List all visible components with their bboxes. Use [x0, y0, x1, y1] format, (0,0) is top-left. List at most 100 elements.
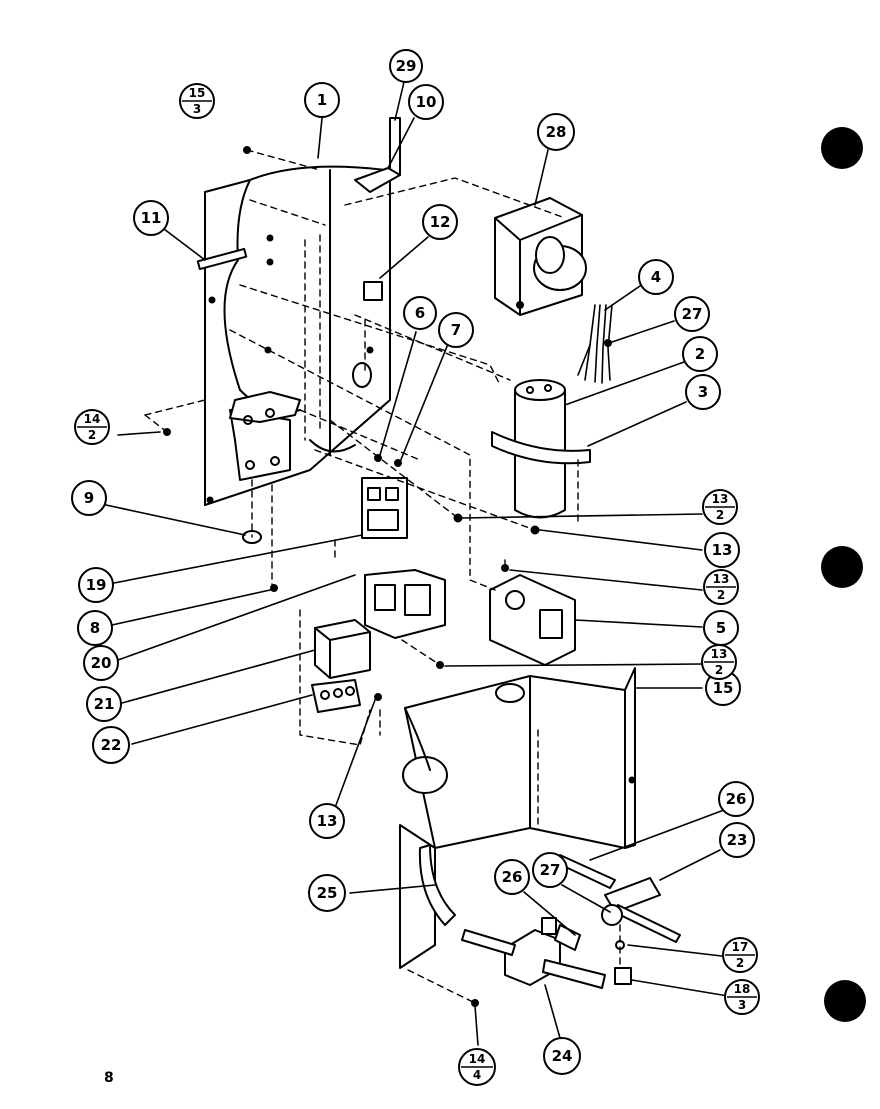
svg-text:7: 7 — [451, 321, 461, 339]
svg-text:1: 1 — [317, 91, 327, 109]
svg-text:27: 27 — [682, 305, 703, 323]
fraction-callout-14-4: 14 4 — [458, 1048, 496, 1086]
callout-5: 5 — [703, 610, 739, 646]
svg-text:12: 12 — [430, 213, 451, 231]
callout-13-lower: 13 — [309, 803, 345, 839]
transformer-part — [314, 619, 371, 679]
svg-text:13: 13 — [317, 812, 338, 830]
callout-24: 24 — [543, 1037, 581, 1075]
svg-text:20: 20 — [91, 654, 112, 672]
svg-text:5: 5 — [716, 619, 726, 637]
svg-text:15: 15 — [189, 86, 206, 100]
svg-text:27: 27 — [540, 861, 561, 879]
svg-text:26: 26 — [726, 790, 747, 808]
svg-text:2: 2 — [736, 956, 744, 970]
callout-1: 1 — [304, 82, 340, 118]
callout-11: 11 — [133, 200, 169, 236]
callout-10: 10 — [408, 84, 444, 120]
svg-text:2: 2 — [695, 345, 705, 363]
callout-29: 29 — [389, 49, 423, 83]
callout-6: 6 — [403, 296, 437, 330]
fitting-part — [554, 854, 681, 985]
strip-part — [196, 247, 248, 271]
fraction-callout-14-2: 14 2 — [74, 409, 110, 445]
svg-text:15: 15 — [713, 679, 734, 697]
binder-hole-middle — [821, 546, 863, 588]
control-box-part — [204, 165, 391, 506]
svg-text:18: 18 — [734, 982, 751, 996]
bracket-part — [354, 117, 401, 193]
callout-28: 28 — [537, 113, 575, 151]
svg-text:2: 2 — [717, 588, 725, 602]
svg-text:23: 23 — [727, 831, 748, 849]
svg-text:4: 4 — [651, 268, 661, 286]
svg-text:21: 21 — [94, 695, 115, 713]
svg-text:13: 13 — [712, 492, 729, 506]
fraction-callouts: 15 3 14 2 13 2 13 2 13 2 — [74, 83, 760, 1086]
callout-3: 3 — [685, 374, 721, 410]
svg-text:2: 2 — [716, 508, 724, 522]
strap-part — [491, 431, 591, 465]
fraction-callout-18-3: 18 3 — [724, 979, 760, 1015]
callout-26-left: 26 — [494, 859, 530, 895]
svg-text:29: 29 — [396, 57, 417, 75]
callout-27-lower: 27 — [532, 852, 568, 888]
binder-hole-top — [821, 127, 863, 169]
svg-text:8: 8 — [90, 619, 100, 637]
callout-4: 4 — [638, 259, 674, 295]
svg-text:2: 2 — [88, 428, 96, 442]
callout-12: 12 — [422, 204, 458, 240]
page-number: 8 — [104, 1070, 114, 1086]
callout-22: 22 — [92, 726, 130, 764]
svg-text:11: 11 — [141, 209, 162, 227]
svg-text:26: 26 — [502, 868, 523, 886]
svg-text:22: 22 — [101, 736, 122, 754]
motor-part — [494, 197, 587, 316]
lower-panel-part — [399, 707, 456, 969]
svg-text:17: 17 — [732, 940, 749, 954]
fraction-callout-17-2: 17 2 — [722, 937, 758, 973]
callout-25: 25 — [308, 874, 346, 912]
fraction-callout-13-2-c: 13 2 — [701, 644, 737, 680]
callout-20: 20 — [83, 645, 119, 681]
valve-part — [461, 917, 606, 989]
fraction-callout-13-2-b: 13 2 — [703, 569, 739, 605]
svg-text:3: 3 — [698, 383, 708, 401]
callout-13-right: 13 — [704, 532, 740, 568]
wire-bundle-part — [577, 304, 613, 384]
cover-panel-part — [404, 667, 636, 849]
callout-19: 19 — [78, 567, 114, 603]
callout-23: 23 — [719, 822, 755, 858]
callout-26-right: 26 — [718, 781, 754, 817]
svg-text:24: 24 — [552, 1047, 573, 1065]
svg-text:28: 28 — [546, 123, 567, 141]
svg-text:13: 13 — [713, 572, 730, 586]
relay-part — [361, 477, 408, 539]
callout-27-upper: 27 — [674, 296, 710, 332]
callout-21: 21 — [86, 686, 122, 722]
svg-text:19: 19 — [86, 576, 107, 594]
svg-text:13: 13 — [712, 541, 733, 559]
contactor-part — [364, 569, 446, 639]
svg-text:4: 4 — [473, 1068, 481, 1082]
svg-text:13: 13 — [711, 647, 728, 661]
svg-text:14: 14 — [84, 412, 101, 426]
callout-15: 15 — [705, 670, 741, 706]
switch-assembly-part — [489, 574, 576, 666]
callouts: 1 29 10 28 11 12 4 27 — [71, 49, 755, 1075]
svg-text:14: 14 — [469, 1052, 486, 1066]
callout-7: 7 — [438, 312, 474, 348]
terminal-block-part — [311, 679, 361, 713]
svg-text:6: 6 — [415, 304, 425, 322]
svg-text:3: 3 — [193, 102, 201, 116]
fraction-callout-13-2-a: 13 2 — [702, 489, 738, 525]
callout-9: 9 — [71, 480, 107, 516]
svg-text:3: 3 — [738, 998, 746, 1012]
svg-text:2: 2 — [715, 663, 723, 677]
callout-2: 2 — [682, 336, 718, 372]
svg-text:10: 10 — [416, 93, 437, 111]
leader-lines — [105, 81, 735, 1046]
callout-8: 8 — [77, 610, 113, 646]
svg-text:9: 9 — [84, 489, 94, 507]
